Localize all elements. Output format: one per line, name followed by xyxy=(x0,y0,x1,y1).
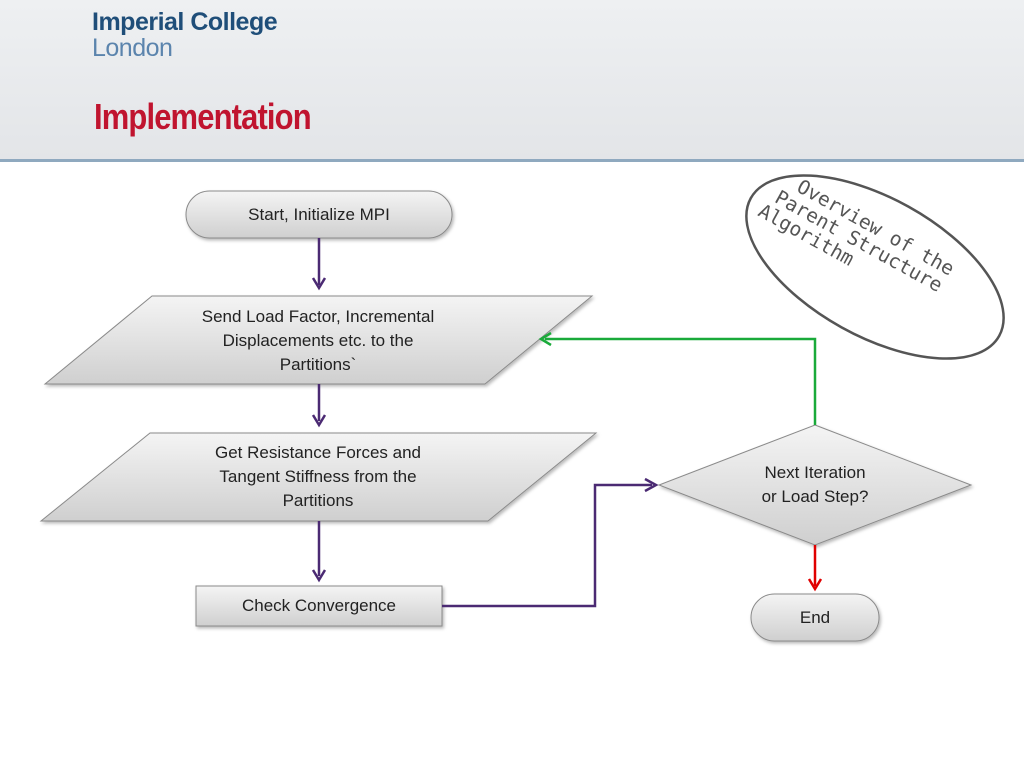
get-resistance-forces-parallelogram xyxy=(39,432,598,522)
imperial-college-logo: Imperial College London xyxy=(92,8,278,62)
decision-label: Next Iteration or Load Step? xyxy=(700,461,930,509)
arrow-check-to-decision xyxy=(442,483,652,608)
arrow-loop-back-to-send xyxy=(545,337,817,425)
check-label-text: Check Convergence xyxy=(241,596,397,615)
annotation-ellipse xyxy=(745,174,1005,360)
logo-line-1: Imperial College xyxy=(92,8,278,36)
arrow-loop-back-to-send-head xyxy=(538,331,552,347)
send-label-line-1: Send Load Factor, Incremental xyxy=(201,307,435,326)
arrow-check-to-decision-head xyxy=(644,477,659,493)
end-label: End xyxy=(751,606,879,630)
slide-title: Implementation xyxy=(94,96,312,137)
start-label: Start, Initialize MPI xyxy=(186,203,452,227)
check-label: Check Convergence xyxy=(196,594,442,618)
end-terminator xyxy=(750,593,880,642)
arrow-start-to-send-head xyxy=(311,277,327,291)
get-label-line-1: Get Resistance Forces and xyxy=(215,443,421,462)
send-label-line-2: Displacements etc. to the xyxy=(222,331,414,350)
decision-label-line-2: or Load Step? xyxy=(761,487,869,506)
end-label-text: End xyxy=(799,608,831,627)
get-label: Get Resistance Forces and Tangent Stiffn… xyxy=(148,441,488,513)
decision-label-line-1: Next Iteration xyxy=(764,463,866,482)
start-label-text: Start, Initialize MPI xyxy=(248,205,390,224)
arrow-decision-to-end-head xyxy=(807,578,823,592)
slide-header: Imperial College London Implementation xyxy=(0,0,1024,162)
logo-line-2: London xyxy=(92,34,173,62)
get-label-line-2: Tangent Stiffness from the xyxy=(219,467,417,486)
send-load-factor-parallelogram xyxy=(43,295,594,385)
send-label: Send Load Factor, Incremental Displaceme… xyxy=(148,305,488,377)
arrow-get-to-check-head xyxy=(311,569,327,583)
arrow-send-to-get-head xyxy=(311,414,327,428)
send-label-line-3: Partitions` xyxy=(279,355,357,374)
check-convergence-process xyxy=(195,585,443,627)
get-label-line-3: Partitions xyxy=(282,491,354,510)
